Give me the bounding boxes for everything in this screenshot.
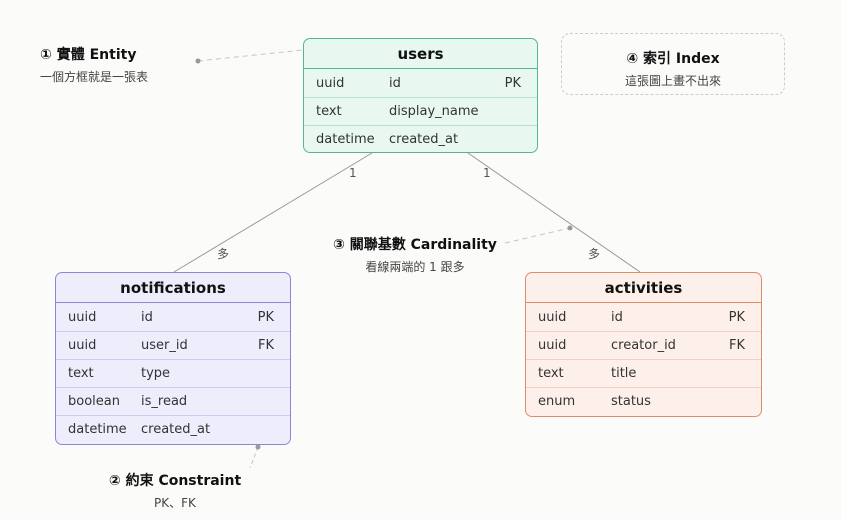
entity-activities-rows: uuid id PK uuid creator_id FK text title enum sta… bbox=[526, 303, 761, 415]
field-key: FK bbox=[728, 338, 745, 353]
note-index: ④ 索引 Index 這張圖上畫不出來 bbox=[561, 48, 785, 89]
field-type: uuid bbox=[68, 309, 97, 325]
field-row: enum status bbox=[526, 387, 761, 415]
entity-notifications-title: notifications bbox=[56, 273, 290, 303]
field-row: text title bbox=[526, 359, 761, 387]
field-type: datetime bbox=[68, 422, 127, 437]
field-name: is_read bbox=[141, 394, 188, 409]
entity-activities-title: activities bbox=[526, 273, 761, 303]
note-cardinality: ③ 關聯基數 Cardinality 看線兩端的 1 跟多 bbox=[315, 234, 515, 275]
note-constraint-sub: PK、FK bbox=[154, 496, 196, 510]
field-row: datetime created_at bbox=[56, 415, 290, 443]
entity-users-title: users bbox=[304, 39, 537, 69]
field-key: PK bbox=[257, 309, 274, 325]
callout-dot-cardinality bbox=[567, 225, 573, 231]
field-name: id bbox=[141, 309, 153, 325]
field-name: created_at bbox=[141, 422, 211, 437]
field-key: FK bbox=[257, 338, 274, 353]
note-constraint: ② 約束 Constraint PK、FK bbox=[95, 470, 255, 511]
note-constraint-title: ② 約束 Constraint bbox=[108, 473, 242, 489]
field-type: text bbox=[316, 104, 342, 119]
field-row: boolean is_read bbox=[56, 387, 290, 415]
cardinality-many-activities: 多 bbox=[588, 247, 601, 261]
field-row: uuid id PK bbox=[304, 69, 537, 97]
field-key: PK bbox=[728, 309, 745, 325]
note-cardinality-title: ③ 關聯基數 Cardinality bbox=[333, 237, 497, 253]
field-name: status bbox=[611, 394, 651, 409]
field-type: uuid bbox=[68, 338, 97, 353]
relation-line-users-notifications bbox=[173, 152, 373, 273]
entity-notifications-rows: uuid id PK uuid user_id FK text type boolean is_r… bbox=[56, 303, 290, 443]
note-entity: ① 實體 Entity 一個方框就是一張表 bbox=[40, 44, 190, 85]
index-placeholder-box bbox=[561, 33, 785, 95]
field-row: datetime created_at bbox=[304, 125, 537, 152]
field-row: uuid user_id FK bbox=[56, 331, 290, 359]
field-row: text display_name bbox=[304, 97, 537, 125]
field-row: text type bbox=[56, 359, 290, 387]
callout-line-cardinality bbox=[504, 227, 571, 244]
field-name: type bbox=[141, 366, 171, 381]
field-type: uuid bbox=[538, 338, 567, 353]
field-name: created_at bbox=[389, 132, 459, 147]
note-index-sub: 這張圖上畫不出來 bbox=[624, 74, 721, 88]
relation-line-users-activities bbox=[467, 152, 641, 273]
field-name: creator_id bbox=[611, 338, 676, 353]
field-name: title bbox=[611, 366, 637, 381]
field-name: id bbox=[389, 75, 401, 91]
callout-dot-entity bbox=[195, 58, 201, 64]
note-index-title: ④ 索引 Index bbox=[626, 51, 720, 67]
entity-users-rows: uuid id PK text display_name datetime created_… bbox=[304, 69, 537, 152]
cardinality-many-notifications: 多 bbox=[217, 247, 230, 261]
note-entity-sub: 一個方框就是一張表 bbox=[40, 70, 149, 84]
field-name: display_name bbox=[389, 104, 479, 119]
field-type: enum bbox=[538, 394, 576, 409]
field-type: boolean bbox=[68, 394, 120, 409]
field-type: text bbox=[68, 366, 94, 381]
entity-users[interactable]: users uuid id PK text display_name datetime cr… bbox=[303, 38, 538, 153]
field-row: uuid creator_id FK bbox=[526, 331, 761, 359]
note-entity-title: ① 實體 Entity bbox=[40, 47, 137, 63]
field-name: user_id bbox=[141, 338, 188, 353]
field-type: datetime bbox=[316, 132, 375, 147]
field-type: uuid bbox=[316, 75, 345, 91]
callout-line-entity bbox=[197, 49, 304, 62]
callout-line-constraint bbox=[249, 446, 259, 469]
field-type: text bbox=[538, 366, 564, 381]
field-type: uuid bbox=[538, 309, 567, 325]
field-key: PK bbox=[504, 75, 521, 91]
cardinality-one-notifications: 1 bbox=[349, 166, 357, 180]
cardinality-one-activities: 1 bbox=[483, 166, 491, 180]
field-row: uuid id PK bbox=[526, 303, 761, 331]
field-name: id bbox=[611, 309, 623, 325]
note-cardinality-sub: 看線兩端的 1 跟多 bbox=[365, 260, 465, 274]
callout-dot-constraint bbox=[255, 444, 261, 450]
field-row: uuid id PK bbox=[56, 303, 290, 331]
